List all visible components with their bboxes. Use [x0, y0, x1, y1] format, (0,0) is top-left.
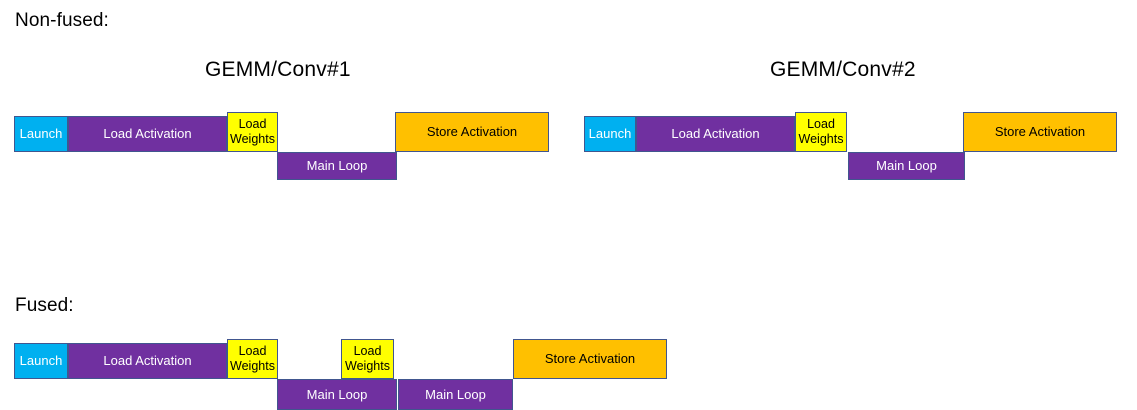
bar-main-loop[interactable]: Main Loop: [398, 379, 513, 410]
kernel-title-gemm-conv-2: GEMM/Conv#2: [770, 58, 916, 81]
bar-load-weights[interactable]: Load Weights: [795, 112, 847, 152]
bar-main-loop[interactable]: Main Loop: [277, 152, 397, 180]
bar-launch[interactable]: Launch: [14, 116, 68, 152]
bar-load-activation[interactable]: Load Activation: [636, 116, 795, 152]
section-label-non-fused: Non-fused:: [15, 10, 109, 31]
bar-store-activation[interactable]: Store Activation: [395, 112, 549, 152]
kernel-title-gemm-conv-1: GEMM/Conv#1: [205, 58, 351, 81]
bar-store-activation[interactable]: Store Activation: [513, 339, 667, 379]
bar-launch[interactable]: Launch: [584, 116, 636, 152]
bar-load-weights[interactable]: Load Weights: [227, 112, 278, 152]
bar-load-activation[interactable]: Load Activation: [68, 343, 227, 379]
section-label-fused: Fused:: [15, 295, 74, 316]
bar-load-weights[interactable]: Load Weights: [227, 339, 278, 379]
bar-main-loop[interactable]: Main Loop: [277, 379, 397, 410]
bar-main-loop[interactable]: Main Loop: [848, 152, 965, 180]
bar-load-activation[interactable]: Load Activation: [68, 116, 227, 152]
bar-load-weights[interactable]: Load Weights: [341, 339, 394, 379]
bar-store-activation[interactable]: Store Activation: [963, 112, 1117, 152]
bar-launch[interactable]: Launch: [14, 343, 68, 379]
